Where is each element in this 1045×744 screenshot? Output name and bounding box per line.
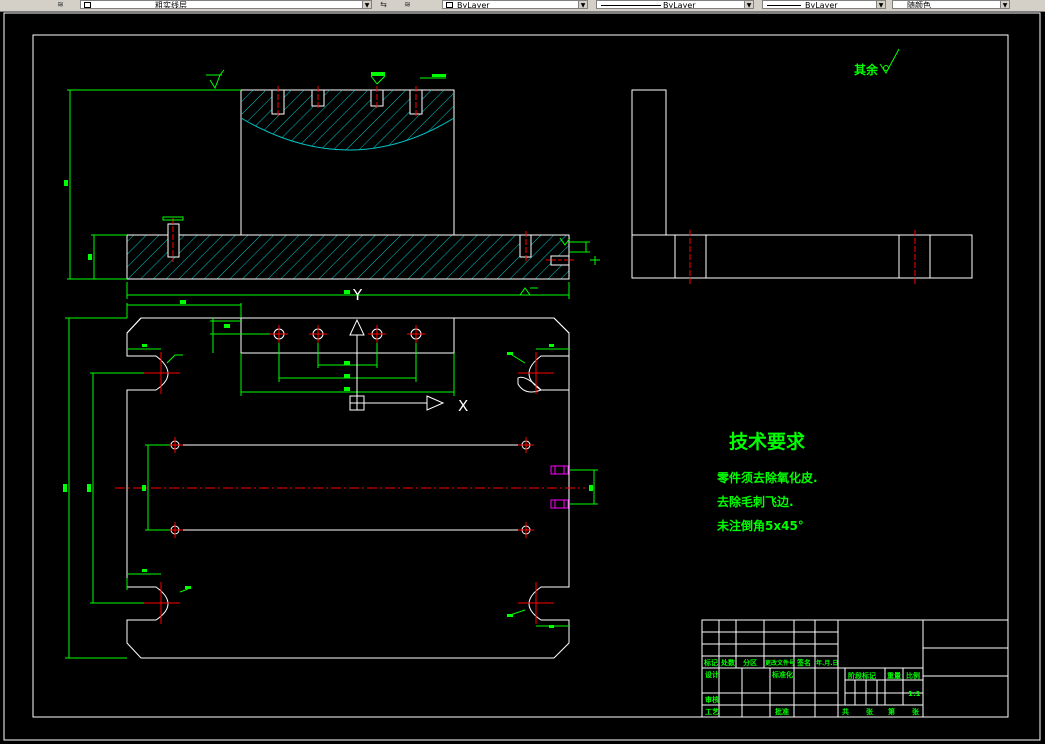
tb-label-scale: 比例 [906,671,920,680]
tb-label-stage: 阶段标记 [848,671,876,680]
tb-sheets-unit-1: 张 [866,707,874,716]
linetype-sample [601,5,661,6]
layer-combo-value: 粗实线层 [155,1,187,9]
tb-label-sign: 签名 [796,658,811,667]
color-combo-value: ByLayer [457,1,490,9]
tb-label-zone: 分区 [743,658,757,667]
roughness-symbol-icon [879,48,900,74]
chevron-down-icon[interactable]: ▼ [578,1,587,8]
tb-label-change-doc: 更改文件号 [765,659,795,667]
chevron-down-icon[interactable]: ▼ [744,1,753,8]
tb-label-date: 年.月.日 [816,659,839,667]
top-view-dimensions [63,300,598,659]
layer-previous-icon[interactable]: ≋ [404,0,411,9]
surface-note: 其余 [854,62,879,77]
tech-req-title: 技术要求 [729,430,806,453]
ucs-x-label: X [458,397,468,415]
lineweight-combo-value: ByLayer [805,1,838,9]
tech-req-line-1: 零件须去除氧化皮. [716,470,818,485]
drawing-canvas[interactable]: Y X 其余 技术要求 零件须去除氧化皮. 去除毛刺飞边. 未注倒角5x45° [0,12,1045,744]
tb-sheets-index: 第 [888,707,895,716]
title-block-text: 标记 处数 分区 更改文件号 签名 年.月.日 设计 标准化 审核 工艺 批准 … [703,658,921,716]
toolbar: ≋ 粗实线层 ▼ ⇆ ≋ ByLayer ▼ ByLayer ▼ ByLayer… [0,0,1045,12]
drawing-svg[interactable]: Y X 其余 技术要求 零件须去除氧化皮. 去除毛刺飞边. 未注倒角5x45° [0,12,1045,744]
tb-label-mark: 标记 [703,658,718,667]
layer-color-swatch [84,2,91,8]
plotstyle-combo[interactable]: 随颜色 ▼ [892,0,1010,9]
tb-label-count: 处数 [720,658,736,667]
front-view [126,86,575,280]
tb-label-review: 审核 [705,695,719,704]
tech-req-line-3: 未注倒角5x45° [716,518,804,533]
tech-req-line-2: 去除毛刺飞边. [717,494,794,509]
linetype-combo[interactable]: ByLayer ▼ [596,0,754,9]
ucs-icon: Y X [349,286,468,415]
tb-label-process: 工艺 [705,707,719,716]
lineweight-sample [767,5,801,6]
ucs-y-label: Y [352,286,363,304]
tb-label-standardize: 标准化 [771,670,793,679]
chevron-down-icon[interactable]: ▼ [876,1,885,8]
linetype-combo-value: ByLayer [663,1,696,9]
front-view-dimensions [64,69,600,299]
chevron-down-icon[interactable]: ▼ [362,1,371,8]
top-view [115,317,585,659]
tb-sheets-total: 共 [842,707,849,716]
layer-combo[interactable]: 粗实线层 ▼ [80,0,372,9]
inner-border [32,34,1009,718]
tb-label-approve: 批准 [775,707,789,716]
color-swatch [446,2,453,8]
tb-label-weight: 重量 [887,671,901,680]
tb-scale-value: 1:1 [908,690,921,698]
side-view [631,89,973,284]
chevron-down-icon[interactable]: ▼ [1000,1,1009,8]
tb-label-design: 设计 [705,670,719,679]
title-block [701,619,1009,718]
color-combo[interactable]: ByLayer ▼ [442,0,588,9]
tb-sheets-unit-2: 张 [912,707,920,716]
roughness-circle [883,65,889,71]
lineweight-combo[interactable]: ByLayer ▼ [762,0,886,9]
layer-state-icon[interactable]: ≋ [57,0,64,9]
outer-border [3,12,1041,741]
plotstyle-combo-value: 随颜色 [907,1,931,9]
make-current-icon[interactable]: ⇆ [380,0,387,9]
